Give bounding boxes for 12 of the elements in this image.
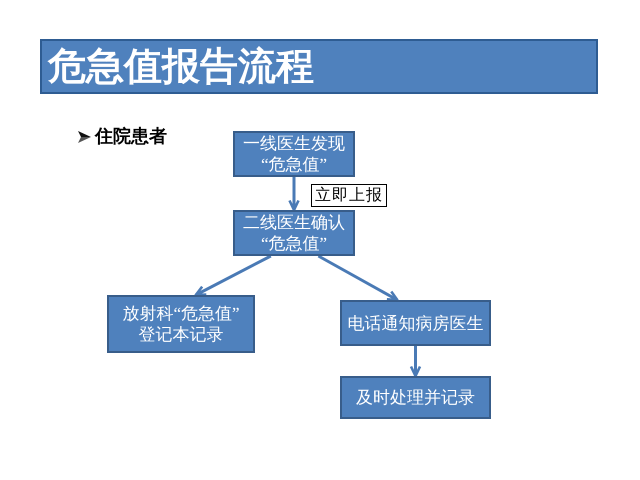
arrow	[288, 177, 300, 212]
process-box: 放射科“危急值”登记本记录	[107, 295, 255, 353]
arrow	[410, 346, 422, 378]
process-box: 一线医生发现“危急值”	[233, 131, 355, 177]
process-box: 二线医生确认“危急值”	[233, 210, 355, 256]
process-box: 及时处理并记录	[340, 376, 491, 419]
section-heading: 住院患者	[95, 126, 167, 148]
edge-label: 立即上报	[311, 184, 387, 207]
arrow	[318, 254, 399, 302]
title-banner: 危急值报告流程	[40, 39, 598, 94]
arrow	[194, 254, 272, 296]
process-box: 电话通知病房医生	[340, 300, 491, 346]
